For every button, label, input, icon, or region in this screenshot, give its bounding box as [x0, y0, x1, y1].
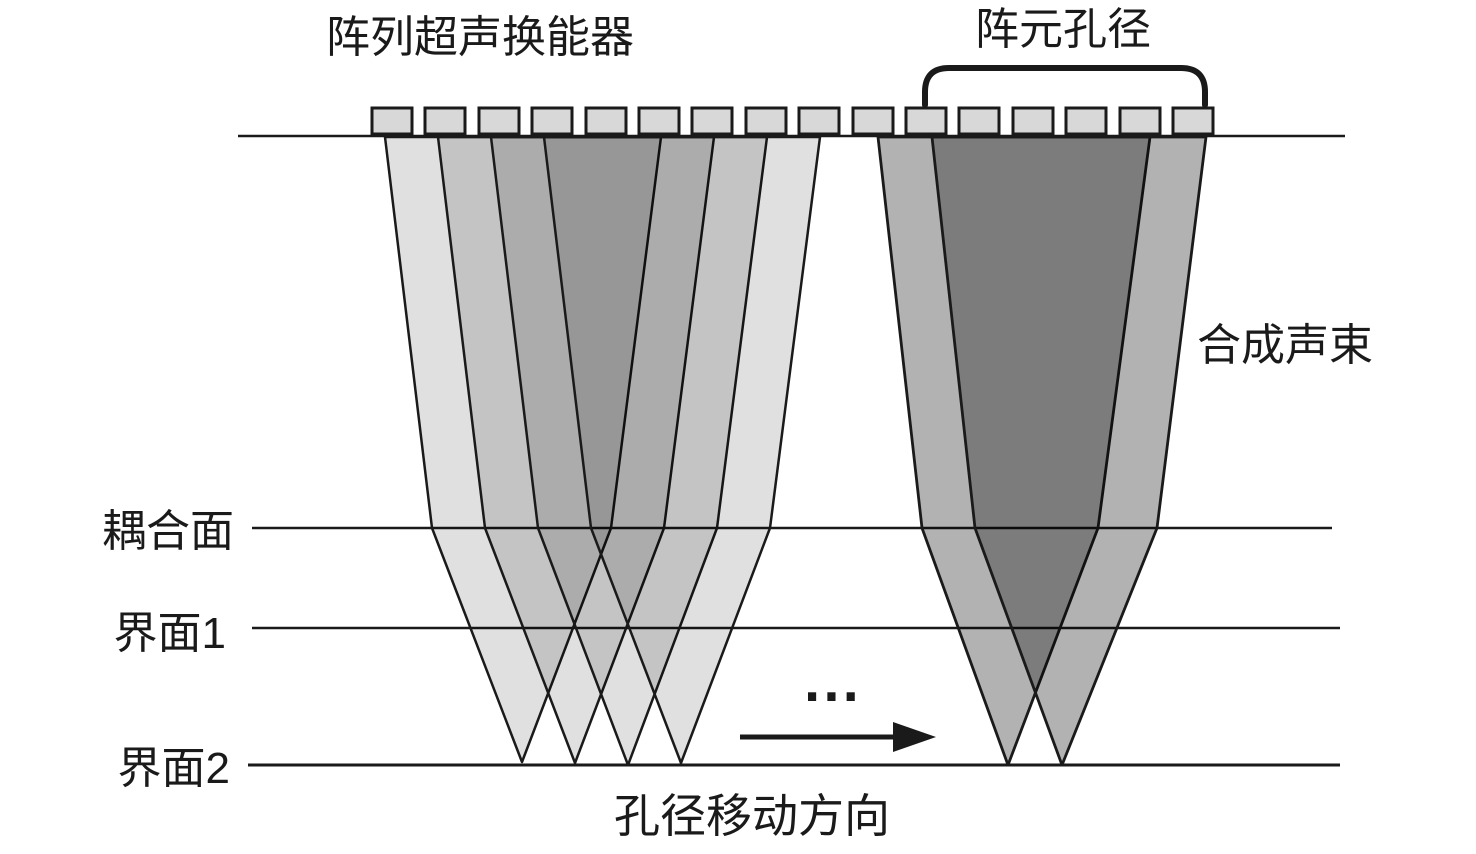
transducer-element — [957, 106, 1001, 136]
transducer-element — [690, 106, 734, 136]
ellipsis-dots: ··· — [804, 664, 862, 729]
scanned-beam-4 — [542, 135, 822, 765]
transducer-element — [1064, 106, 1108, 136]
direction-label: 孔径移动方向 — [614, 790, 890, 842]
interface2-label: 界面2 — [118, 744, 230, 793]
coupling-label: 耦合面 — [102, 507, 234, 556]
transducer-array — [370, 106, 1215, 136]
synthetic-beam-label: 合成声束 — [1197, 321, 1373, 370]
synthetic-beam-2 — [930, 135, 1208, 767]
transducer-element — [370, 106, 414, 136]
synthetic-beam-group — [876, 135, 1208, 767]
transducer-element — [1011, 106, 1055, 136]
aperture-label: 阵元孔径 — [975, 5, 1151, 54]
transducer-element — [904, 106, 948, 136]
aperture-move-arrow-icon — [740, 722, 936, 752]
transducer-element — [530, 106, 574, 136]
transducer-element — [797, 106, 841, 136]
scanned-beams-group — [383, 135, 822, 767]
aperture-bracket — [922, 65, 1208, 108]
transducer-element — [584, 106, 628, 136]
transducer-element — [1171, 106, 1215, 136]
transducer-element — [851, 106, 895, 136]
transducer-label: 阵列超声换能器 — [326, 13, 634, 62]
transducer-element — [1118, 106, 1162, 136]
transducer-element — [637, 106, 681, 136]
transducer-element — [477, 106, 521, 136]
transducer-element — [423, 106, 467, 136]
interface1-label: 界面1 — [114, 609, 226, 658]
transducer-element — [744, 106, 788, 136]
